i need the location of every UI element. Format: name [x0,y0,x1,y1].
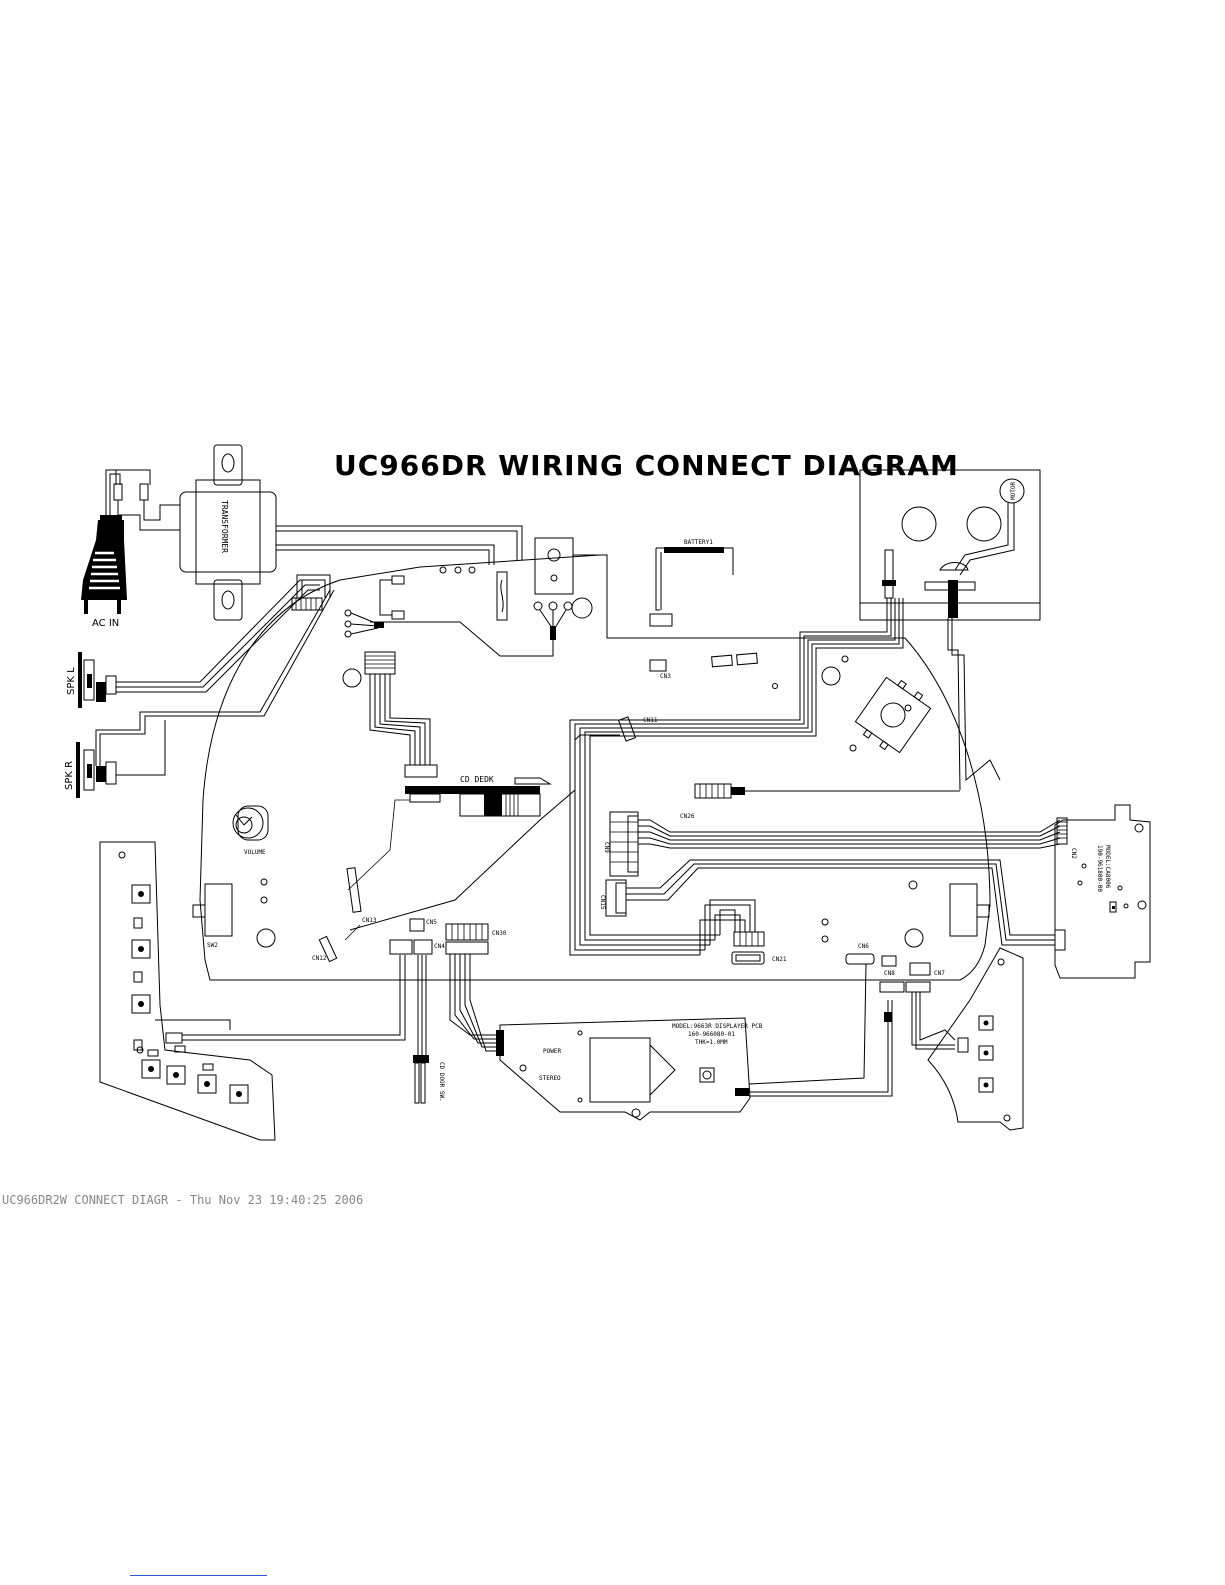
left-key-pcb [99,841,406,1141]
stereo-label: STEREO [539,1075,561,1082]
ac-in-label: AC IN [92,618,119,629]
cn6-label: CN6 [858,943,869,950]
motor-label: MOTOR [1010,482,1017,500]
cn7-label: CN7 [934,970,945,977]
right-key-pcb [911,947,1024,1131]
right-pcb-model-label: MODEL:CA8006 [1104,845,1111,889]
cn2-label: CN2 [1070,848,1077,859]
diagram-title: UC966DR WIRING CONNECT DIAGRAM [334,449,959,482]
sw2-label: SW2 [207,942,218,949]
motor-panel: MOTOR [859,469,1041,621]
display-part-label: 160-966080-01 [688,1031,735,1038]
transformer: TRANSFORMER [179,444,523,621]
cn30-label: CN30 [492,930,507,937]
battery-label: BATTERY1 [684,539,713,546]
cn26-label: CN26 [680,813,695,820]
cd-door-label: CD DOOR SW. [438,1062,445,1102]
ac-plug: AC IN [81,469,180,629]
display-thk-label: THK=1.0MM [695,1039,728,1046]
main-wire-harness [569,598,1061,956]
right-pcb-part-label: 190-961800-00 [1096,845,1103,892]
speaker-right: SPK R [64,589,335,798]
cn4-label: CN4 [434,943,445,950]
cn8-label: CN8 [884,970,895,977]
cn12-label: CN12 [312,955,327,962]
cn15-label: CN15 [599,895,606,910]
volume-label: VOLUME [244,849,266,856]
main-pcb: CD DEDK CN13 CN12 VOLUME SW2 CN3 CN11 [192,537,991,981]
power-label: POWER [543,1048,561,1055]
display-model-label: MODEL:9663R DISPLAYER PCB [672,1023,763,1030]
cn3-label: CN3 [660,673,671,680]
transformer-label: TRANSFORMER [220,500,229,553]
cn5-label: CN5 [426,919,437,926]
cd-door-switch: CD DOOR SW. [413,955,445,1104]
cn9-label: CN9 [603,842,610,853]
cn13-label: CN13 [362,917,377,924]
cn21-label: CN21 [772,956,787,963]
spk-r-label: SPK R [64,761,75,790]
spk-l-label: SPK L [66,667,77,695]
display-pcb: MODEL:9663R DISPLAYER PCB 160-966080-01 … [449,954,931,1121]
battery: BATTERY1 [649,539,734,627]
cd-deck-label: CD DEDK [460,775,494,784]
right-pcb: CN2 190-961800-00 MODEL:CA8006 [1054,804,1151,979]
page-link-underline[interactable] [130,1575,267,1576]
footer-caption: UC966DR2W CONNECT DIAGR - Thu Nov 23 19:… [2,1193,363,1207]
